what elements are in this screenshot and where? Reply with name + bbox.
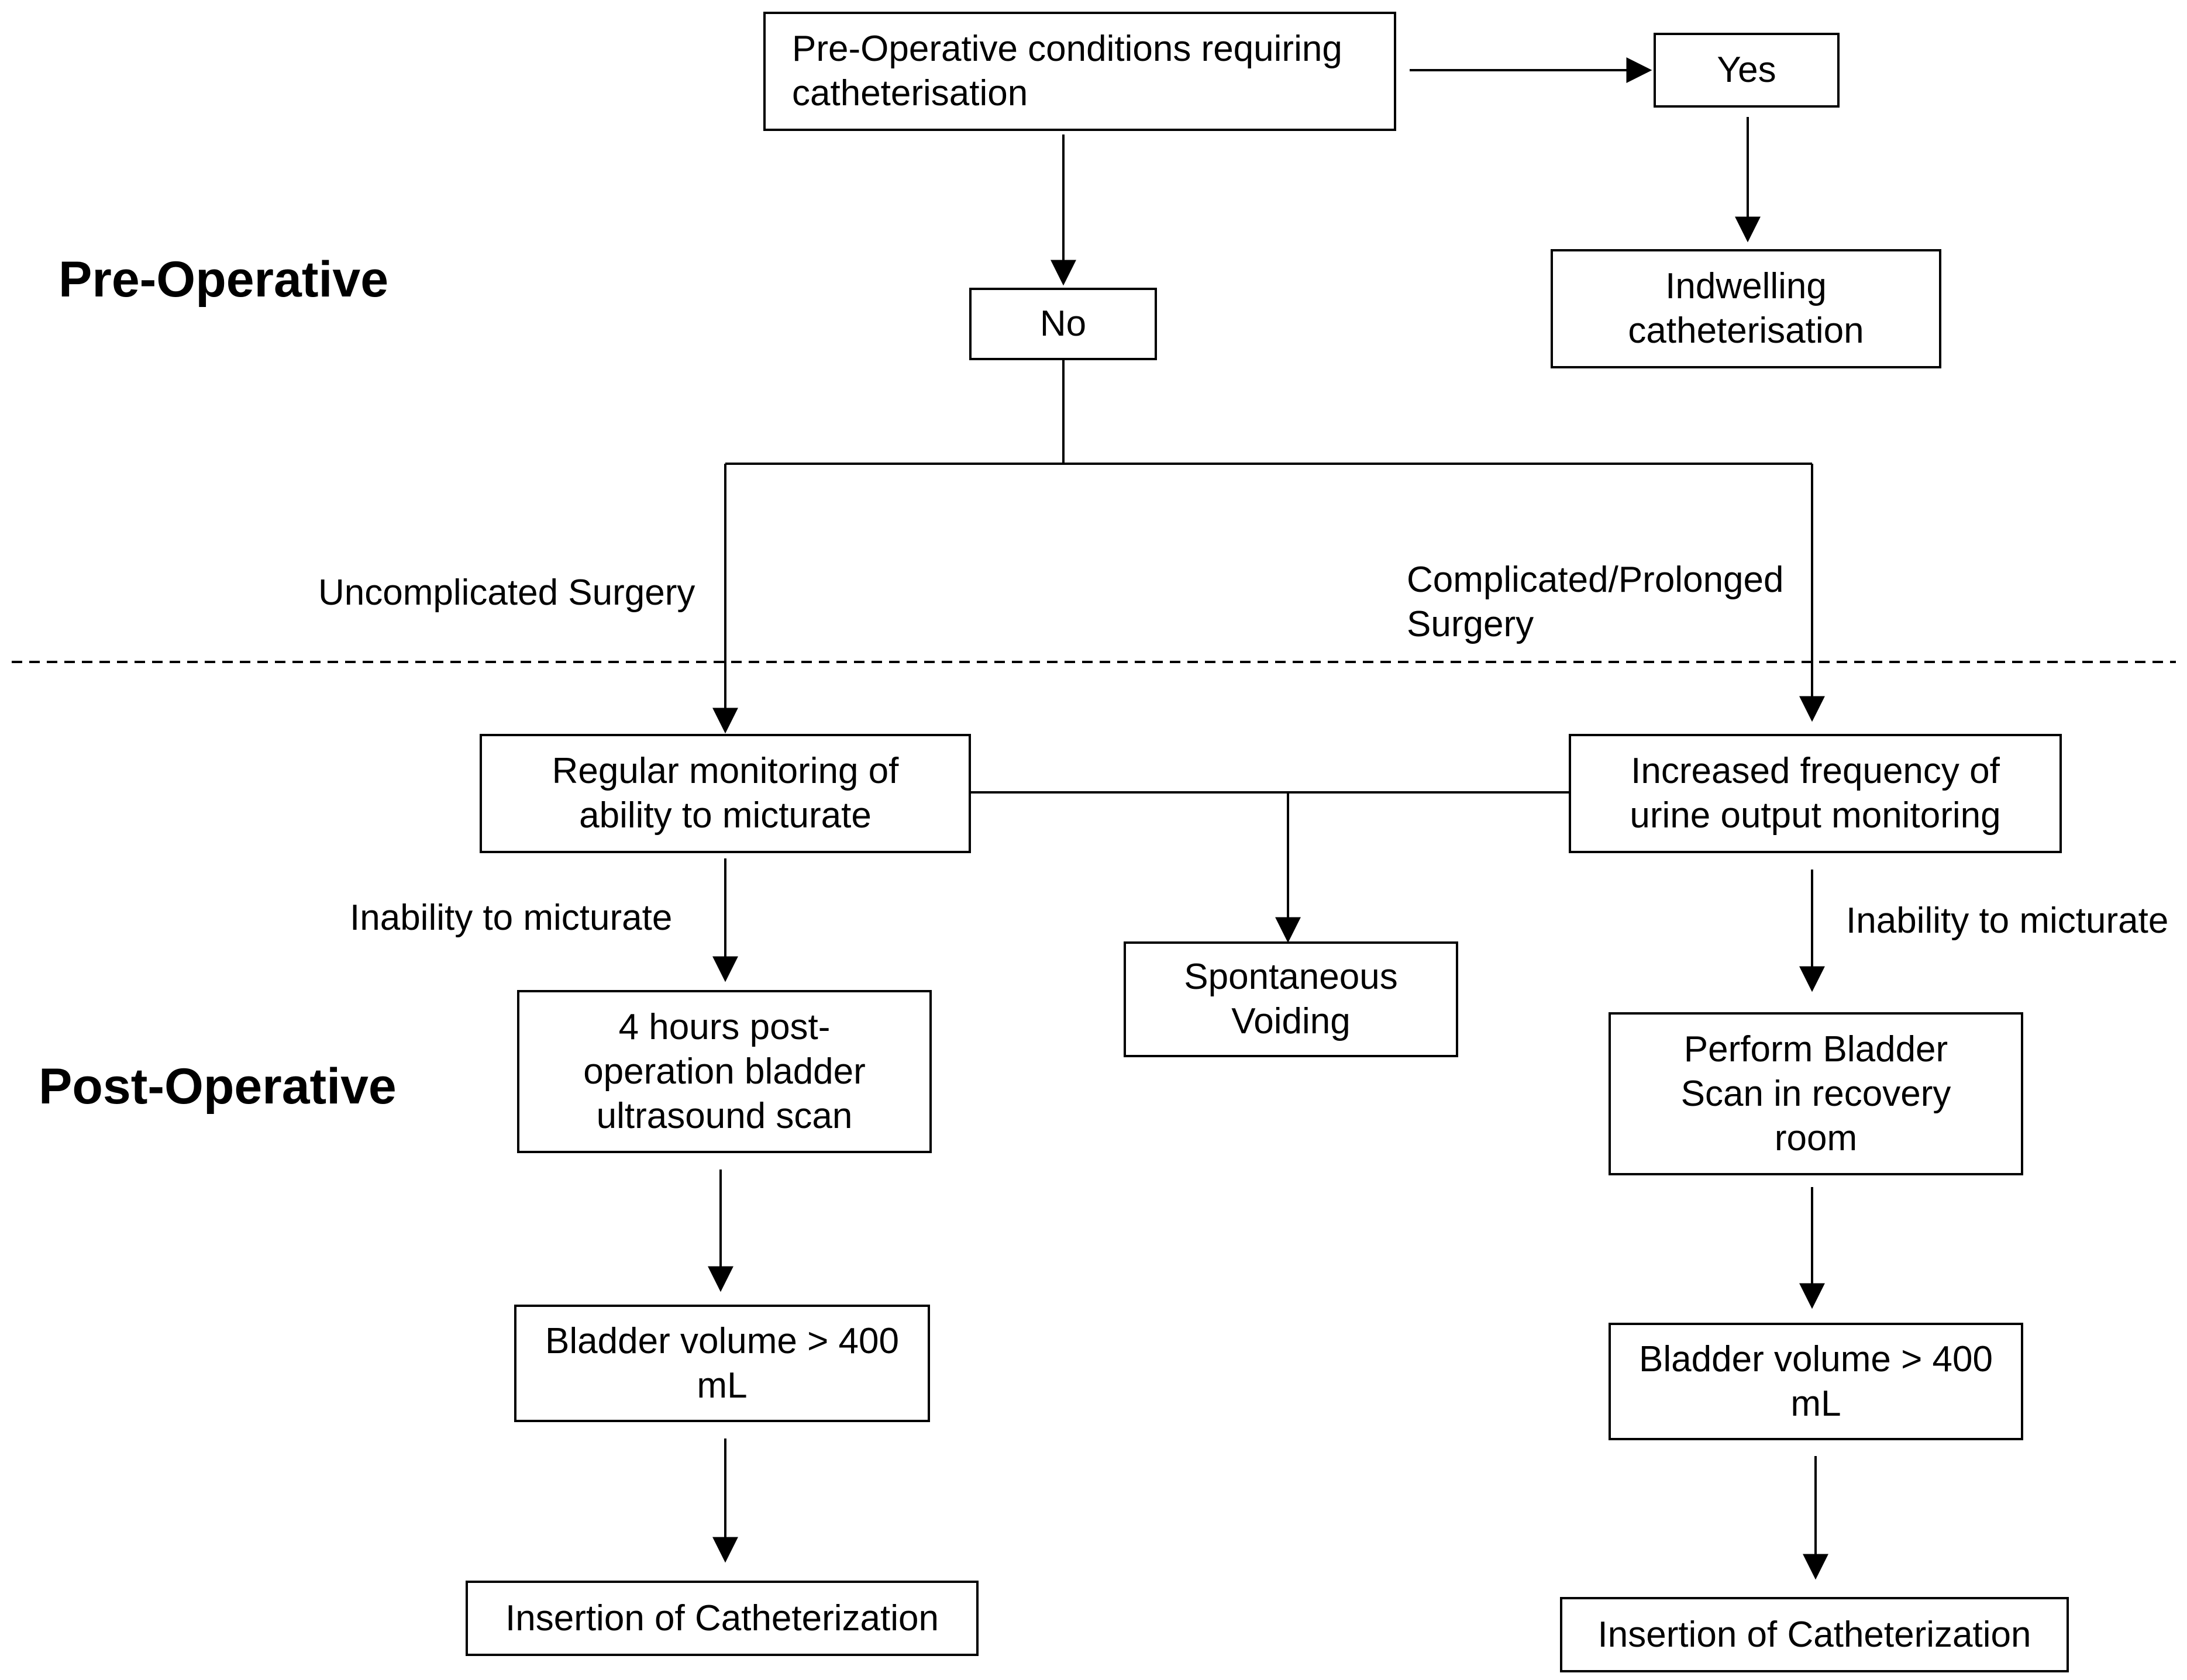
indwelling-catheterisation-text: Indwelling catheterisation [1628,266,1864,351]
insertion-catheterization-right-text: Insertion of Catheterization [1597,1614,2031,1655]
regular-monitoring-text: Regular monitoring of ability to mictura… [552,751,899,836]
bladder-volume-right-box: Bladder volume > 400 mL [1609,1323,2023,1440]
four-hour-scan-text: 4 hours post- operation bladder ultrasou… [583,1006,866,1136]
increased-frequency-text: Increased frequency of urine output moni… [1630,751,2001,836]
no-text: No [1039,303,1087,344]
pre-operative-conditions-box: Pre-Operative conditions requiring cathe… [763,12,1396,131]
four-hour-scan-box: 4 hours post- operation bladder ultrasou… [517,990,932,1153]
bladder-volume-right-text: Bladder volume > 400 mL [1639,1339,1993,1424]
recovery-bladder-scan-text: Perform Bladder Scan in recovery room [1680,1029,1951,1158]
bladder-volume-left-box: Bladder volume > 400 mL [514,1305,930,1422]
indwelling-catheterisation-box: Indwelling catheterisation [1551,249,1941,368]
spontaneous-voiding-box: Spontaneous Voiding [1124,941,1458,1057]
regular-monitoring-box: Regular monitoring of ability to mictura… [480,734,971,853]
uncomplicated-surgery-label: Uncomplicated Surgery [318,572,695,613]
pre-operative-conditions-text: Pre-Operative conditions requiring cathe… [792,29,1342,113]
section-pre-operative: Pre-Operative [58,251,389,308]
no-box: No [969,288,1157,360]
spontaneous-voiding-text: Spontaneous Voiding [1184,957,1398,1041]
insertion-catheterization-right-box: Insertion of Catheterization [1560,1597,2069,1672]
complicated-surgery-label: Complicated/Prolonged Surgery [1407,560,1784,644]
inability-to-micturate-right-label: Inability to micturate [1846,901,2169,941]
bladder-volume-left-text: Bladder volume > 400 mL [545,1320,899,1406]
recovery-bladder-scan-box: Perform Bladder Scan in recovery room [1609,1012,2023,1175]
yes-text: Yes [1717,50,1776,90]
increased-frequency-box: Increased frequency of urine output moni… [1569,734,2062,853]
inability-to-micturate-left-label: Inability to micturate [350,898,673,938]
insertion-catheterization-left-box: Insertion of Catheterization [466,1581,979,1656]
insertion-catheterization-left-text: Insertion of Catheterization [505,1598,939,1638]
section-post-operative: Post-Operative [39,1058,397,1115]
yes-box: Yes [1654,33,1840,108]
